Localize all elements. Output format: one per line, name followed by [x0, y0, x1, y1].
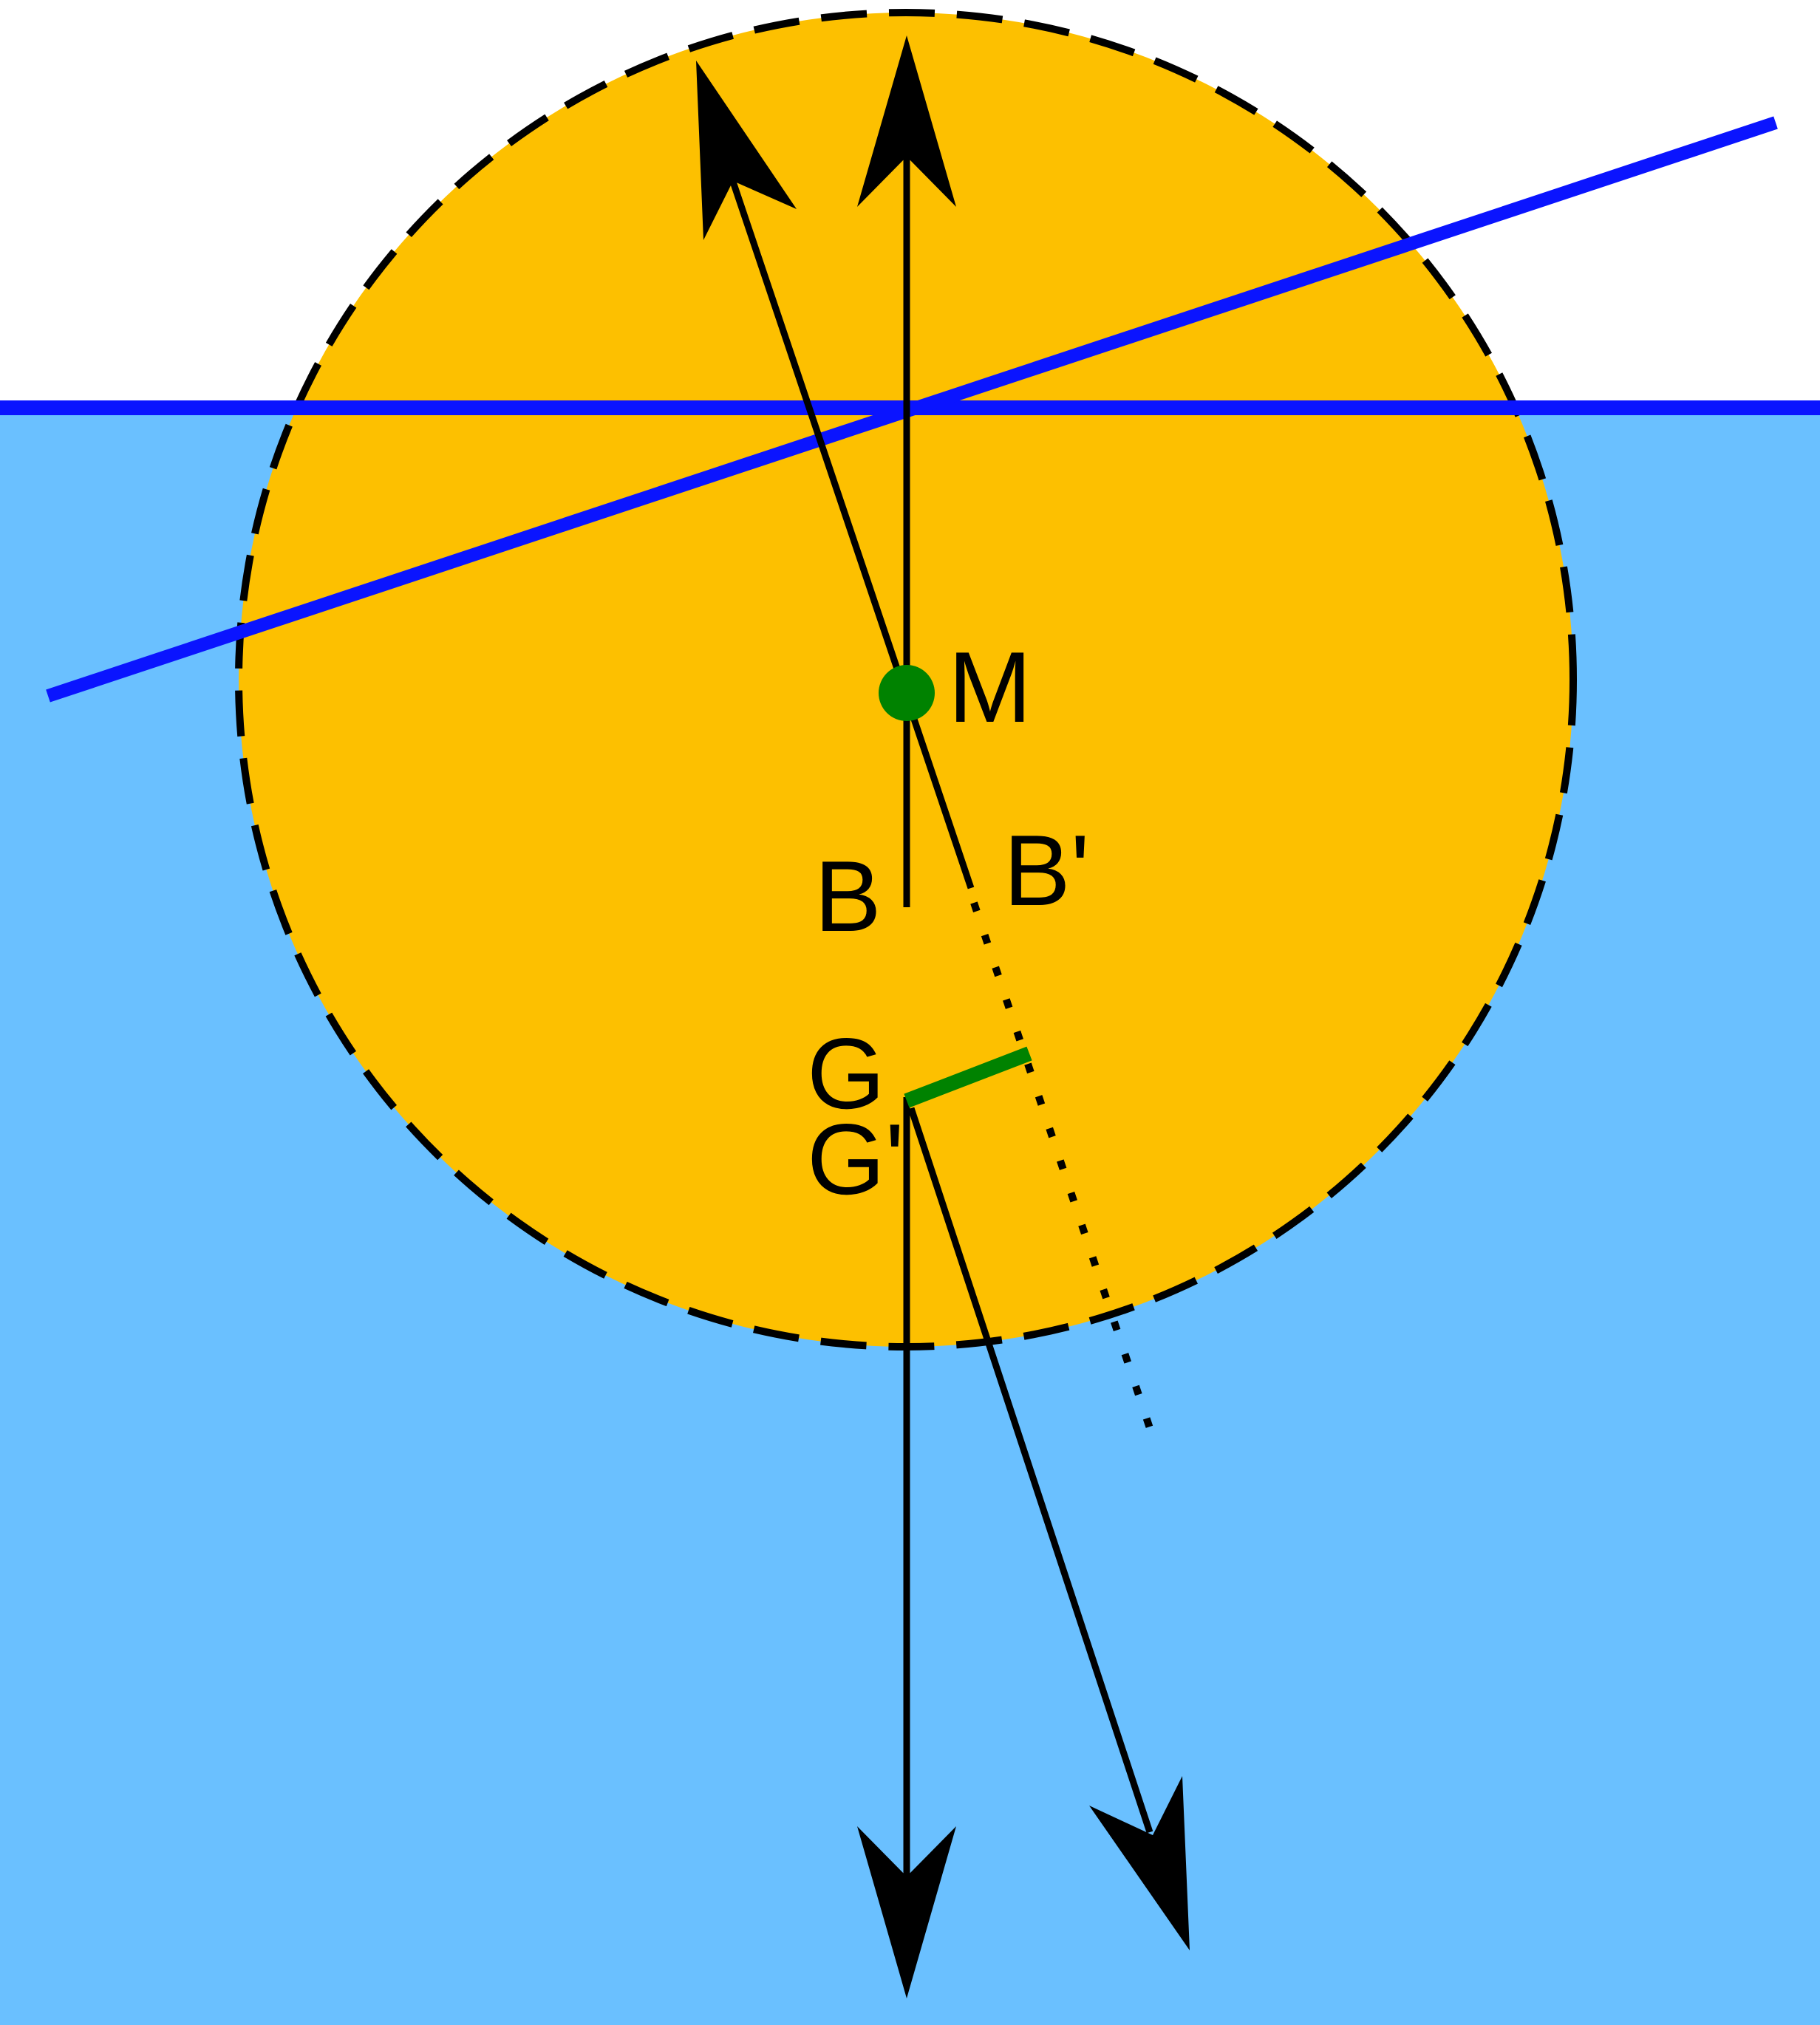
label-gravity-upright: G: [807, 1017, 885, 1130]
arrowhead-icon: [696, 61, 797, 240]
arrowhead-icon: [1089, 1776, 1190, 1950]
arrowhead-icon: [857, 35, 956, 207]
gravity-tilted-arrow-shaft: [907, 1107, 1153, 1834]
point-icon: [879, 665, 935, 721]
arrowhead-icon: [857, 1826, 956, 1998]
tilted-axis-upper: [728, 176, 975, 889]
waterline-tilted: [46, 116, 1778, 703]
label-gravity-tilted: G': [807, 1103, 904, 1215]
label-buoyancy-upright: B: [814, 840, 882, 952]
label-buoyancy-tilted: B': [1003, 814, 1090, 926]
righting-arm: [904, 1046, 1032, 1108]
label-metacenter: M: [948, 631, 1032, 743]
